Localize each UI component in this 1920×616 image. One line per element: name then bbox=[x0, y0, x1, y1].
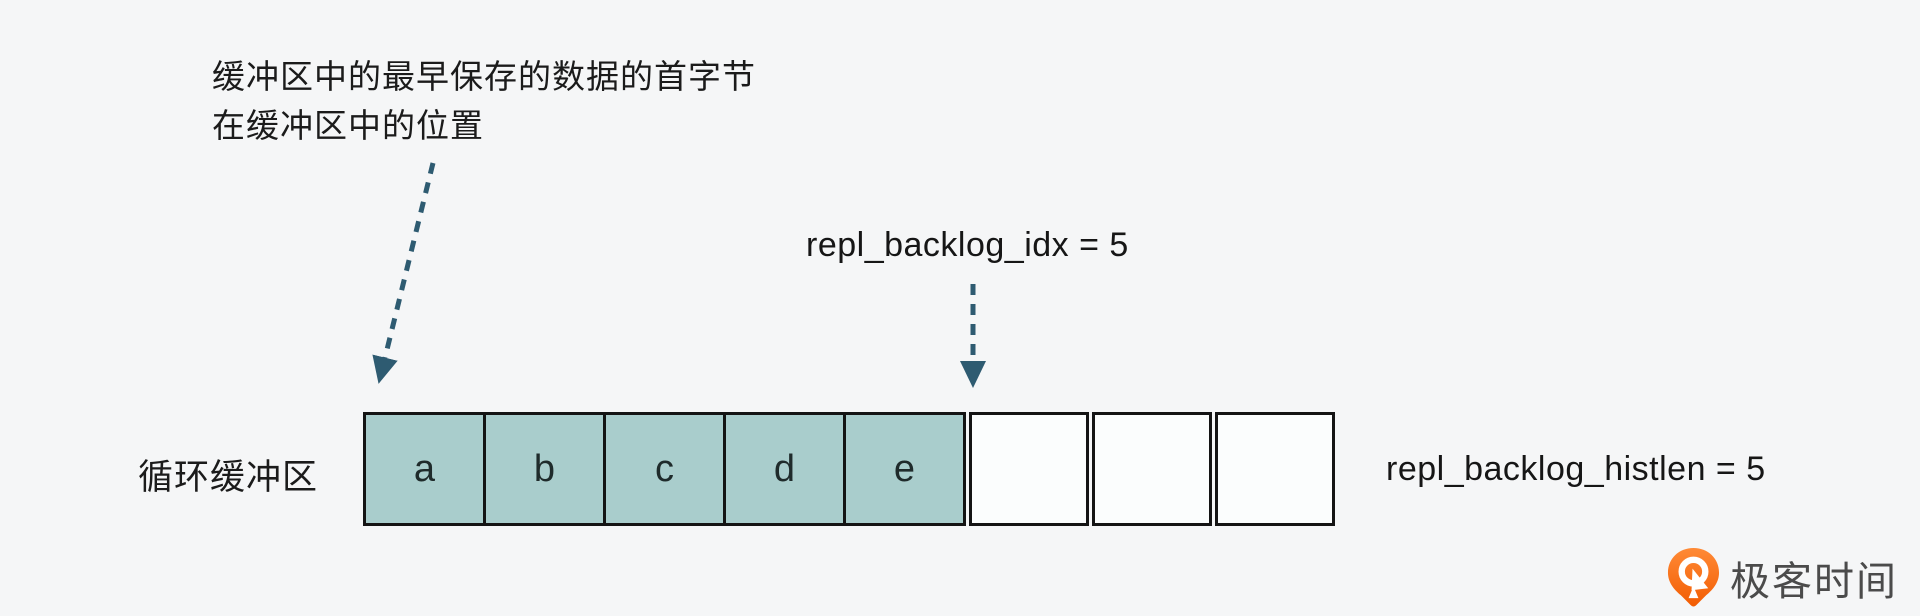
buffer-cell-filled: c bbox=[603, 412, 726, 526]
buffer-cell-filled: b bbox=[483, 412, 606, 526]
buffer-cell-empty bbox=[1092, 412, 1212, 526]
circular-buffer-label: 循环缓冲区 bbox=[138, 458, 319, 497]
geektime-pin-icon bbox=[1667, 548, 1720, 607]
geektime-logo-text: 极客时间 bbox=[1730, 559, 1898, 604]
buffer-cell-empty bbox=[969, 412, 1089, 526]
annotation-line1: 缓冲区中的最早保存的数据的首字节 bbox=[212, 58, 756, 95]
annotation-arrow bbox=[372, 162, 436, 384]
buffer-cell-empty bbox=[1215, 412, 1335, 526]
buffer-cell-filled: e bbox=[843, 412, 966, 526]
repl-backlog-histlen-label: repl_backlog_histlen = 5 bbox=[1386, 450, 1766, 488]
annotation-line2: 在缓冲区中的位置 bbox=[212, 107, 484, 144]
repl-backlog-idx-label: repl_backlog_idx = 5 bbox=[806, 226, 1129, 264]
geektime-logo: 极客时间 bbox=[1666, 547, 1898, 608]
annotation-text: 缓冲区中的最早保存的数据的首字节 在缓冲区中的位置 bbox=[212, 52, 756, 150]
buffer-cell-filled: a bbox=[363, 412, 486, 526]
buffer-cell-filled: d bbox=[723, 412, 846, 526]
